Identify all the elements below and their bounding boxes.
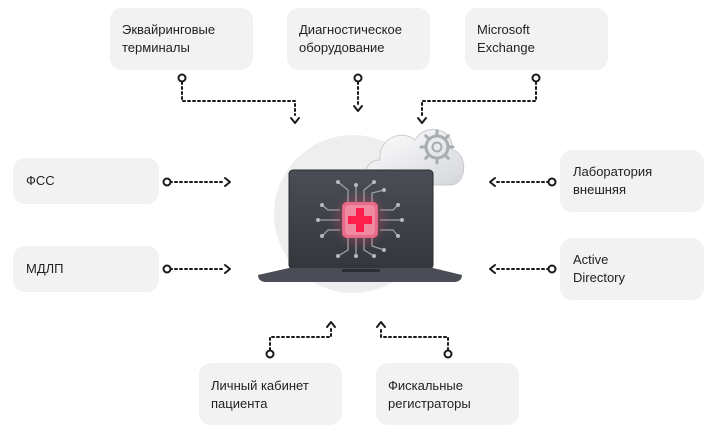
connector-node-dot bbox=[162, 177, 172, 187]
node-label: МДЛП bbox=[26, 261, 64, 276]
node-label: ФСС bbox=[26, 173, 55, 188]
arrow-head bbox=[489, 177, 496, 187]
connector-node-dot bbox=[531, 73, 541, 83]
arrow-head bbox=[224, 177, 231, 187]
node-label: Эквайринговые терминалы bbox=[122, 22, 216, 55]
node-label: Диагностическое оборудование bbox=[299, 22, 402, 55]
connector-node-dot bbox=[353, 73, 363, 83]
connector-node-dot bbox=[547, 264, 557, 274]
arrow-head bbox=[224, 264, 231, 274]
node-fss: ФСС bbox=[13, 158, 159, 204]
node-label: Microsoft Exchange bbox=[477, 22, 535, 55]
node-patient-cabinet: Личный кабинет пациента bbox=[199, 363, 342, 425]
arrow-head bbox=[326, 321, 336, 328]
connector-node-dot bbox=[177, 73, 187, 83]
node-mdlp: МДЛП bbox=[13, 246, 159, 292]
arrow-head bbox=[417, 117, 427, 124]
arrow-head bbox=[290, 117, 300, 124]
connector-node-dot bbox=[547, 177, 557, 187]
node-diagnostic-equipment: Диагностическое оборудование bbox=[287, 8, 430, 70]
arrow-head bbox=[353, 105, 363, 112]
node-acquiring-terminals: Эквайринговые терминалы bbox=[110, 8, 253, 70]
node-fiscal-registers: Фискальные регистраторы bbox=[376, 363, 519, 425]
connector-node-dot bbox=[443, 349, 453, 359]
arrow-head bbox=[489, 264, 496, 274]
connector-node-dot bbox=[162, 264, 172, 274]
laptop-medical-chip-icon bbox=[258, 169, 462, 282]
node-microsoft-exchange: Microsoft Exchange bbox=[465, 8, 608, 70]
node-label: Фискальные регистраторы bbox=[388, 378, 471, 411]
node-label: Лаборатория внешняя bbox=[573, 164, 653, 197]
connector-cabinet bbox=[269, 326, 332, 351]
connector-fiscal bbox=[380, 326, 449, 351]
connector-acquiring bbox=[181, 81, 296, 116]
node-label: Личный кабинет пациента bbox=[211, 378, 309, 411]
connector-exchange bbox=[421, 81, 537, 116]
node-external-laboratory: Лаборатория внешняя bbox=[560, 150, 704, 212]
node-active-directory: Active Directory bbox=[560, 238, 704, 300]
node-label: Active Directory bbox=[573, 252, 626, 285]
arrow-head bbox=[376, 321, 386, 328]
connector-node-dot bbox=[265, 349, 275, 359]
